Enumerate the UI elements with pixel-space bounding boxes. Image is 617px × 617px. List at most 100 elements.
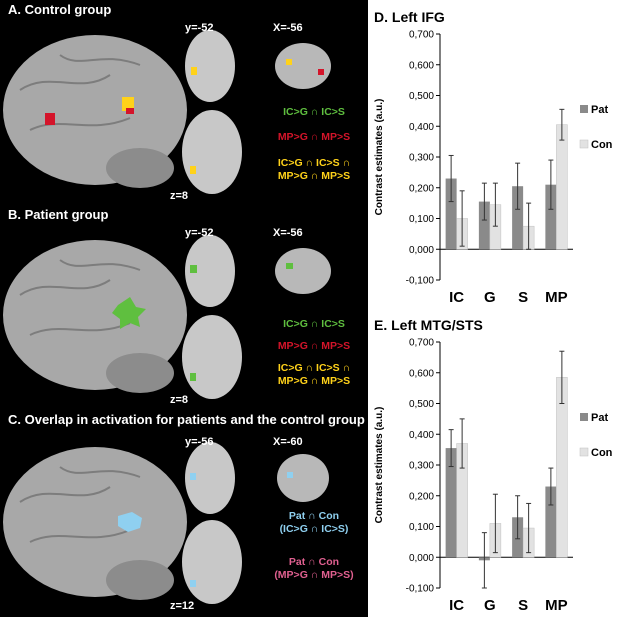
legend-cyan-1: Pat ∩ Con: [288, 510, 340, 522]
brain-sulci: [19, 259, 141, 336]
brain-renderings: [3, 235, 331, 399]
x-tick-label: IC: [449, 289, 464, 306]
legend-pink-2: (MP>G ∩ MP>S): [274, 569, 354, 581]
x-tick-label: MP: [545, 597, 568, 614]
legend-label-con: Con: [591, 139, 613, 151]
panel-title: A. Control group: [8, 2, 112, 17]
y-tick-label: 0,200: [409, 183, 434, 194]
activation-red: [318, 69, 324, 75]
bar-pat-mp: [545, 486, 557, 558]
activation-yellow: [122, 97, 134, 111]
sagittal-slice: [277, 454, 329, 502]
activation-yellow: [286, 59, 292, 65]
coord-y: y=-52: [185, 227, 214, 239]
y-axis-label: Contrast estimates (a.u.): [374, 99, 385, 216]
coord-y: y=-56: [185, 436, 214, 448]
chart-left-ifg: D. Left IFG Contrast estimates (a.u.) -0,1…: [368, 0, 617, 308]
coord-x: X=-56: [273, 227, 303, 239]
axial-slice-top: [185, 235, 235, 307]
bar-pat-ic: [445, 178, 457, 250]
y-tick-label: 0,600: [409, 368, 434, 379]
x-tick-label: MP: [545, 289, 568, 306]
legend-yellow-2: MP>G ∩ MP>S: [277, 170, 351, 182]
legend-yellow-1: IC>G ∩ IC>S ∩: [277, 157, 351, 169]
legend-swatch-con: [579, 139, 589, 149]
coord-z: z=8: [170, 190, 189, 202]
legend-label-con: Con: [591, 447, 613, 459]
bar-con-mp: [556, 124, 568, 250]
sagittal-slice: [275, 248, 331, 294]
y-tick-label: -0,100: [406, 276, 435, 287]
panel-overlap: C. Overlap in activation for patients an…: [0, 410, 368, 617]
chart-title: E. Left MTG/STS: [374, 317, 483, 333]
cerebellum: [106, 353, 174, 393]
axial-slice-bottom: [182, 315, 242, 399]
y-tick-label: 0,000: [409, 245, 434, 256]
y-tick-label: 0,400: [409, 430, 434, 441]
y-axis-label: Contrast estimates (a.u.): [374, 407, 385, 524]
legend-red: MP>G ∩ MP>S: [277, 131, 351, 143]
legend-swatch-pat: [580, 413, 588, 421]
legend-swatch-pat: [580, 105, 588, 113]
chart-title: D. Left IFG: [374, 9, 445, 25]
y-tick-label: 0,500: [409, 399, 434, 410]
legend-yellow-1: IC>G ∩ IC>S ∩: [277, 362, 351, 374]
axial-slice-bottom: [182, 110, 242, 194]
activation-cyan: [190, 580, 196, 587]
lateral-brain: [3, 240, 187, 390]
chart-svg: E. Left MTG/STS Contrast estimates (a.u.)…: [374, 317, 613, 614]
y-tick-label: 0,000: [409, 553, 434, 564]
coord-z: z=12: [170, 600, 195, 612]
y-tick-label: 0,600: [409, 60, 434, 71]
y-tick-label: 0,100: [409, 214, 434, 225]
x-tick-label: IC: [449, 597, 464, 614]
activation-green: [112, 297, 146, 329]
y-tick-label: -0,100: [406, 584, 435, 595]
brain-sulci: [19, 466, 141, 543]
legend-label-pat: Pat: [591, 104, 608, 116]
activation-cyan: [118, 512, 142, 532]
y-tick-label: 0,700: [409, 338, 434, 349]
activation-green: [286, 263, 293, 269]
activation-yellow: [191, 67, 197, 75]
cerebellum: [106, 560, 174, 600]
lateral-brain: [3, 35, 187, 185]
coord-x: X=-56: [273, 22, 303, 34]
activation-red: [45, 113, 55, 125]
y-tick-label: 0,400: [409, 122, 434, 133]
legend-pink-1: Pat ∩ Con: [288, 556, 340, 568]
x-tick-label: G: [484, 597, 496, 614]
chart-svg: D. Left IFG Contrast estimates (a.u.) -0,1…: [374, 9, 613, 306]
panel-patient-group: B. Patient group y=-52 X=-56 z=8 IC>G ∩ …: [0, 205, 368, 410]
legend-green: IC>G ∩ IC>S: [283, 106, 345, 118]
legend-red: MP>G ∩ MP>S: [277, 340, 351, 352]
bar-pat-g: [478, 201, 490, 250]
x-tick-label: S: [518, 289, 528, 306]
y-tick-label: 0,500: [409, 91, 434, 102]
coord-z: z=8: [170, 394, 189, 406]
lateral-brain: [3, 447, 187, 597]
panel-control-group: A. Control group y=-52 X=-56 z=8 IC>G ∩ …: [0, 0, 368, 205]
axial-slice-top: [185, 442, 235, 514]
activation-yellow: [190, 166, 196, 174]
panel-title: B. Patient group: [8, 207, 109, 222]
y-tick-label: 0,100: [409, 522, 434, 533]
panel-title: C. Overlap in activation for patients an…: [8, 412, 365, 427]
y-tick-label: 0,200: [409, 491, 434, 502]
y-tick-label: 0,300: [409, 153, 434, 164]
cerebellum: [106, 148, 174, 188]
legend-cyan-2: (IC>G ∩ IC>S): [279, 523, 349, 535]
y-tick-label: 0,700: [409, 30, 434, 41]
brain-renderings: [3, 442, 329, 604]
activation-cyan: [287, 472, 293, 478]
legend-yellow-2: MP>G ∩ MP>S: [277, 375, 351, 387]
brain-sulci: [19, 54, 141, 131]
legend-swatch-con: [579, 447, 589, 457]
axial-slice-top: [185, 30, 235, 102]
axial-slice-bottom: [182, 520, 242, 604]
activation-green: [190, 265, 197, 273]
brain-renderings: [3, 30, 331, 194]
coord-y: y=-52: [185, 22, 214, 34]
activation-cyan: [190, 473, 196, 480]
